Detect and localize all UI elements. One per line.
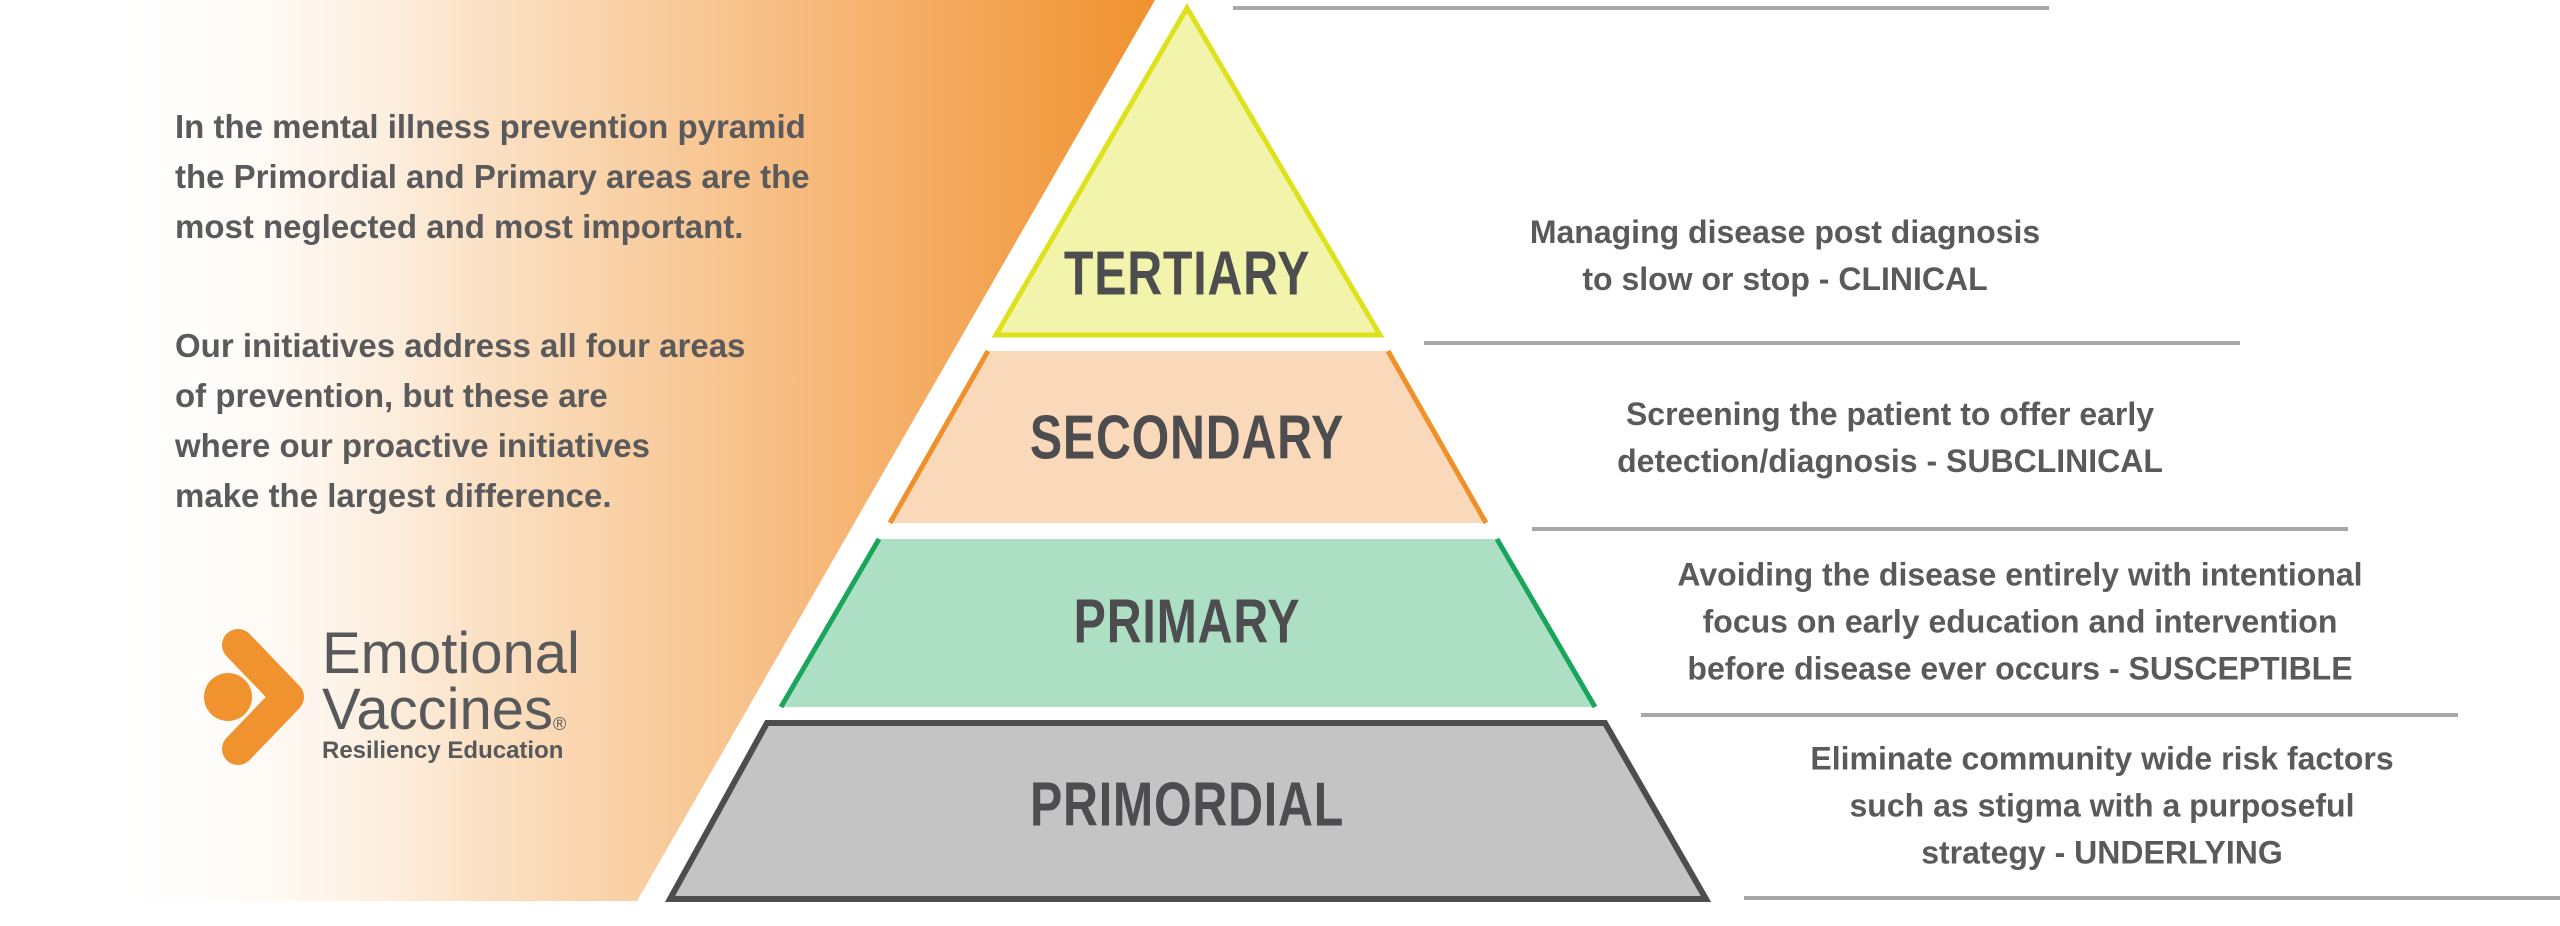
intro-paragraph-2: Our initiatives address all four areas o… [175,321,745,521]
description-line: Screening the patient to offer early [1625,396,2155,432]
registered-mark: ® [553,714,567,734]
label-primary: PRIMARY [1073,587,1301,657]
description-line: before disease ever occurs - SUSCEPTIBLE [1687,650,2353,687]
label-tertiary: TERTIARY [1063,239,1311,309]
description-secondary: Screening the patient to offer early det… [1617,391,2163,485]
orange-diagonal-band [100,0,1155,901]
logo-line-2: Vaccines® [322,680,566,740]
intro-line: make the largest difference. [175,477,612,514]
divider-lines [1233,6,2560,900]
description-line: Avoiding the disease entirely with inten… [1677,556,2363,593]
description-line: to slow or stop - CLINICAL [1582,261,1988,297]
description-line: detection/diagnosis - SUBCLINICAL [1617,443,2163,479]
tier-secondary [890,351,1486,523]
tier-primordial [664,720,1712,902]
logo-chevron-icon [204,629,304,765]
intro-line: where our proactive initiatives [175,427,650,464]
intro-paragraph-1: In the mental illness prevention pyramid… [175,102,810,252]
description-line: Eliminate community wide risk factors [1810,740,2394,777]
intro-line: of prevention, but these are [175,377,608,414]
tier-primary [781,539,1595,707]
intro-line: the Primordial and Primary areas are the [175,158,810,195]
description-line: focus on early education and interventio… [1702,603,2338,640]
description-primary: Avoiding the disease entirely with inten… [1677,552,2362,693]
logo-word: Vaccines [322,677,554,742]
description-line: such as stigma with a purposeful [1849,787,2355,824]
logo-tagline: Resiliency Education [322,737,564,764]
logo-line-1: Emotional [322,621,580,686]
description-primordial: Eliminate community wide risk factors su… [1810,736,2393,877]
intro-line: Our initiatives address all four areas [175,327,746,364]
description-line: strategy - UNDERLYING [1921,834,2283,871]
description-tertiary: Managing disease post diagnosis to slow … [1530,209,2040,303]
intro-line: In the mental illness prevention pyramid [175,108,806,145]
label-secondary: SECONDARY [1029,403,1345,473]
tier-tertiary [991,3,1385,338]
label-primordial: PRIMORDIAL [1029,770,1345,840]
description-line: Managing disease post diagnosis [1529,214,2041,250]
intro-line: most neglected and most important. [175,208,744,245]
